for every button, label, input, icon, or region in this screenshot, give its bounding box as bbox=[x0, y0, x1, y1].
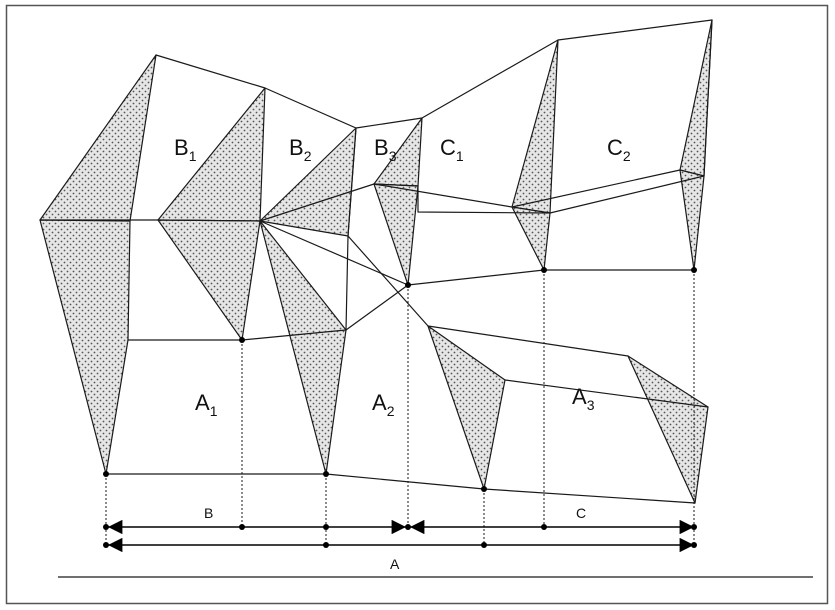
label-a2: A2 bbox=[372, 390, 395, 419]
label-a1: A1 bbox=[195, 390, 218, 419]
projection-lines bbox=[105, 270, 695, 545]
facet-b2-upper bbox=[259, 127, 357, 237]
facet-c1-upper bbox=[511, 39, 559, 214]
facet-c2-upper bbox=[679, 19, 713, 177]
facet-c1-lower bbox=[511, 206, 551, 271]
dimension-label-a: A bbox=[390, 556, 400, 572]
facet-c2-lower bbox=[679, 169, 705, 271]
label-a3: A3 bbox=[572, 384, 595, 413]
label-b3: B3 bbox=[374, 135, 397, 164]
label-c1: C1 bbox=[440, 135, 464, 164]
shaded-facets bbox=[39, 19, 713, 504]
outer-frame bbox=[5, 4, 829, 605]
dimension-label-c: C bbox=[576, 505, 586, 521]
facet-a2-left bbox=[259, 220, 347, 475]
facet-a1-left bbox=[39, 219, 131, 475]
dimension-lines bbox=[108, 519, 694, 553]
label-b1: B1 bbox=[174, 135, 197, 164]
facet-a1-right bbox=[157, 219, 261, 341]
node-points bbox=[103, 267, 697, 548]
facet-b3-lower bbox=[373, 183, 419, 286]
label-b2: B2 bbox=[289, 135, 312, 164]
facet-a3-right bbox=[627, 355, 709, 504]
facet-b1-upper bbox=[39, 54, 157, 222]
label-c2: C2 bbox=[607, 135, 631, 164]
dimension-label-b: B bbox=[204, 505, 213, 521]
facet-a3-left bbox=[427, 325, 506, 490]
